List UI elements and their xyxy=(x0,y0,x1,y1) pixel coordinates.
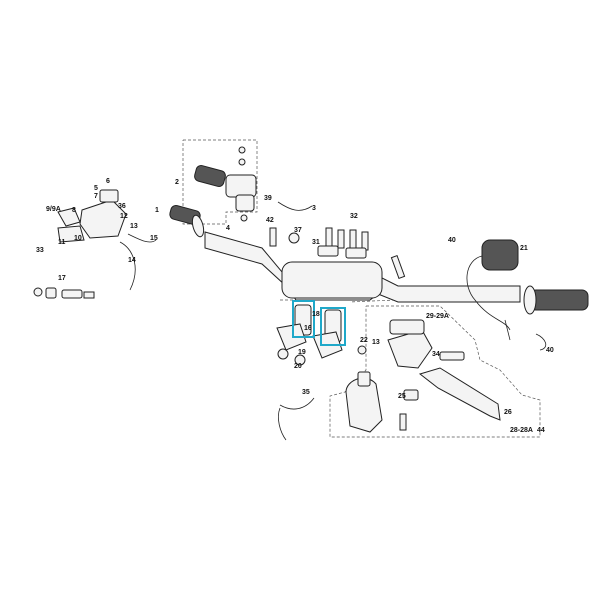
label-35: 35 xyxy=(302,389,310,396)
right-grip xyxy=(523,285,589,315)
left-switch-assembly xyxy=(57,189,127,243)
label-2: 2 xyxy=(175,179,179,186)
kill-switch xyxy=(466,239,519,341)
label-5: 5 xyxy=(94,185,98,192)
label-26: 26 xyxy=(504,409,512,416)
part-13-nut xyxy=(357,345,367,355)
part-40-pin xyxy=(390,254,406,280)
label-22: 22 xyxy=(360,337,368,344)
part-34 xyxy=(439,351,465,361)
label-13a: 13 xyxy=(130,223,138,230)
clutch-group-box xyxy=(329,305,541,438)
throttle-assembly xyxy=(194,146,257,222)
handlebar xyxy=(204,231,521,303)
lower-clamp-left xyxy=(276,323,307,360)
label-40a: 40 xyxy=(448,237,456,244)
label-19: 19 xyxy=(298,349,306,356)
left-grip xyxy=(169,204,205,238)
label-18: 18 xyxy=(312,311,320,318)
part-25 xyxy=(403,389,419,401)
label-4: 4 xyxy=(226,225,230,232)
label-25: 25 xyxy=(398,393,406,400)
part-labels: 1 2 3 4 5 6 7 8 9/9A 10 11 12 13 14 15 1… xyxy=(36,178,554,434)
master-cylinder xyxy=(345,371,383,433)
label-17: 17 xyxy=(58,275,66,282)
cable-15 xyxy=(127,233,157,243)
part-24 xyxy=(399,413,407,431)
label-32: 32 xyxy=(350,213,358,220)
cable-35-tail xyxy=(278,407,287,441)
cable-14 xyxy=(119,241,136,291)
part-17-items xyxy=(33,287,95,299)
label-37: 37 xyxy=(294,227,302,234)
label-7: 7 xyxy=(94,193,98,200)
label-44: 44 xyxy=(537,427,545,434)
label-9: 9/9A xyxy=(46,206,61,213)
label-11: 11 xyxy=(58,239,66,246)
cable-35-wire xyxy=(279,397,315,410)
label-1: 1 xyxy=(155,207,159,214)
part-40-clip xyxy=(535,333,547,351)
throttle-group-box xyxy=(182,139,258,225)
label-34: 34 xyxy=(432,351,440,358)
label-36: 36 xyxy=(118,203,126,210)
label-14: 14 xyxy=(128,257,136,264)
label-8: 8 xyxy=(72,207,76,214)
label-28: 28-28A xyxy=(510,427,533,434)
label-15: 15 xyxy=(150,235,158,242)
clutch-guide-line xyxy=(349,299,396,303)
label-12: 12 xyxy=(120,213,128,220)
label-6: 6 xyxy=(106,178,110,185)
highlight-box-left xyxy=(292,300,315,338)
label-10: 10 xyxy=(74,235,82,242)
part-37 xyxy=(288,232,300,244)
label-40b: 40 xyxy=(546,347,554,354)
label-33: 33 xyxy=(36,247,44,254)
clutch-perch xyxy=(387,319,433,369)
part-42 xyxy=(269,227,277,247)
label-21: 21 xyxy=(520,245,528,252)
label-29: 29-29A xyxy=(426,313,449,320)
label-39: 39 xyxy=(264,195,272,202)
clamp-bolts xyxy=(317,227,369,259)
clutch-lever xyxy=(418,367,501,421)
label-3: 3 xyxy=(312,205,316,212)
label-42: 42 xyxy=(266,217,274,224)
label-13b: 13 xyxy=(372,339,380,346)
highlight-box-right xyxy=(320,307,346,346)
label-20: 20 xyxy=(294,363,302,370)
label-31: 31 xyxy=(312,239,320,246)
label-16: 16 xyxy=(304,325,312,332)
cable-39 xyxy=(277,201,313,211)
